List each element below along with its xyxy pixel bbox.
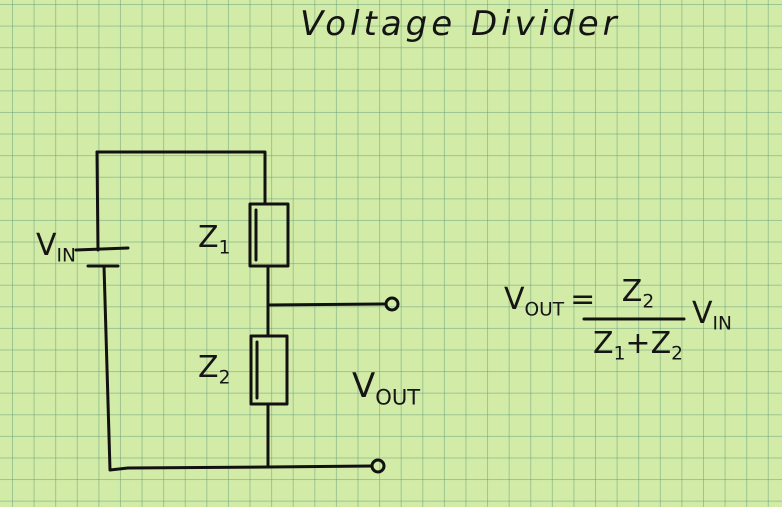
formula-denominator: Z1+Z2 — [593, 326, 683, 365]
wire-tap — [266, 302, 387, 307]
battery-long-plate — [74, 246, 130, 252]
formula-lhs: VOUT= — [504, 282, 596, 321]
formula-rhs: VIN — [692, 296, 732, 335]
label-vout: VOUT — [352, 366, 421, 410]
terminal-vout-top — [384, 296, 400, 312]
wire-left-upper — [95, 150, 100, 252]
label-vin: VIN — [36, 228, 76, 267]
wire-left-lower — [102, 264, 270, 472]
page-title: Voltage Divider — [300, 4, 621, 44]
formula-numerator: Z2 — [621, 274, 655, 313]
terminal-vout-bottom — [370, 458, 386, 474]
wire-bottom — [266, 402, 374, 469]
wire-top — [95, 150, 267, 206]
label-z2: Z2 — [198, 350, 231, 389]
label-z1: Z1 — [198, 220, 231, 259]
